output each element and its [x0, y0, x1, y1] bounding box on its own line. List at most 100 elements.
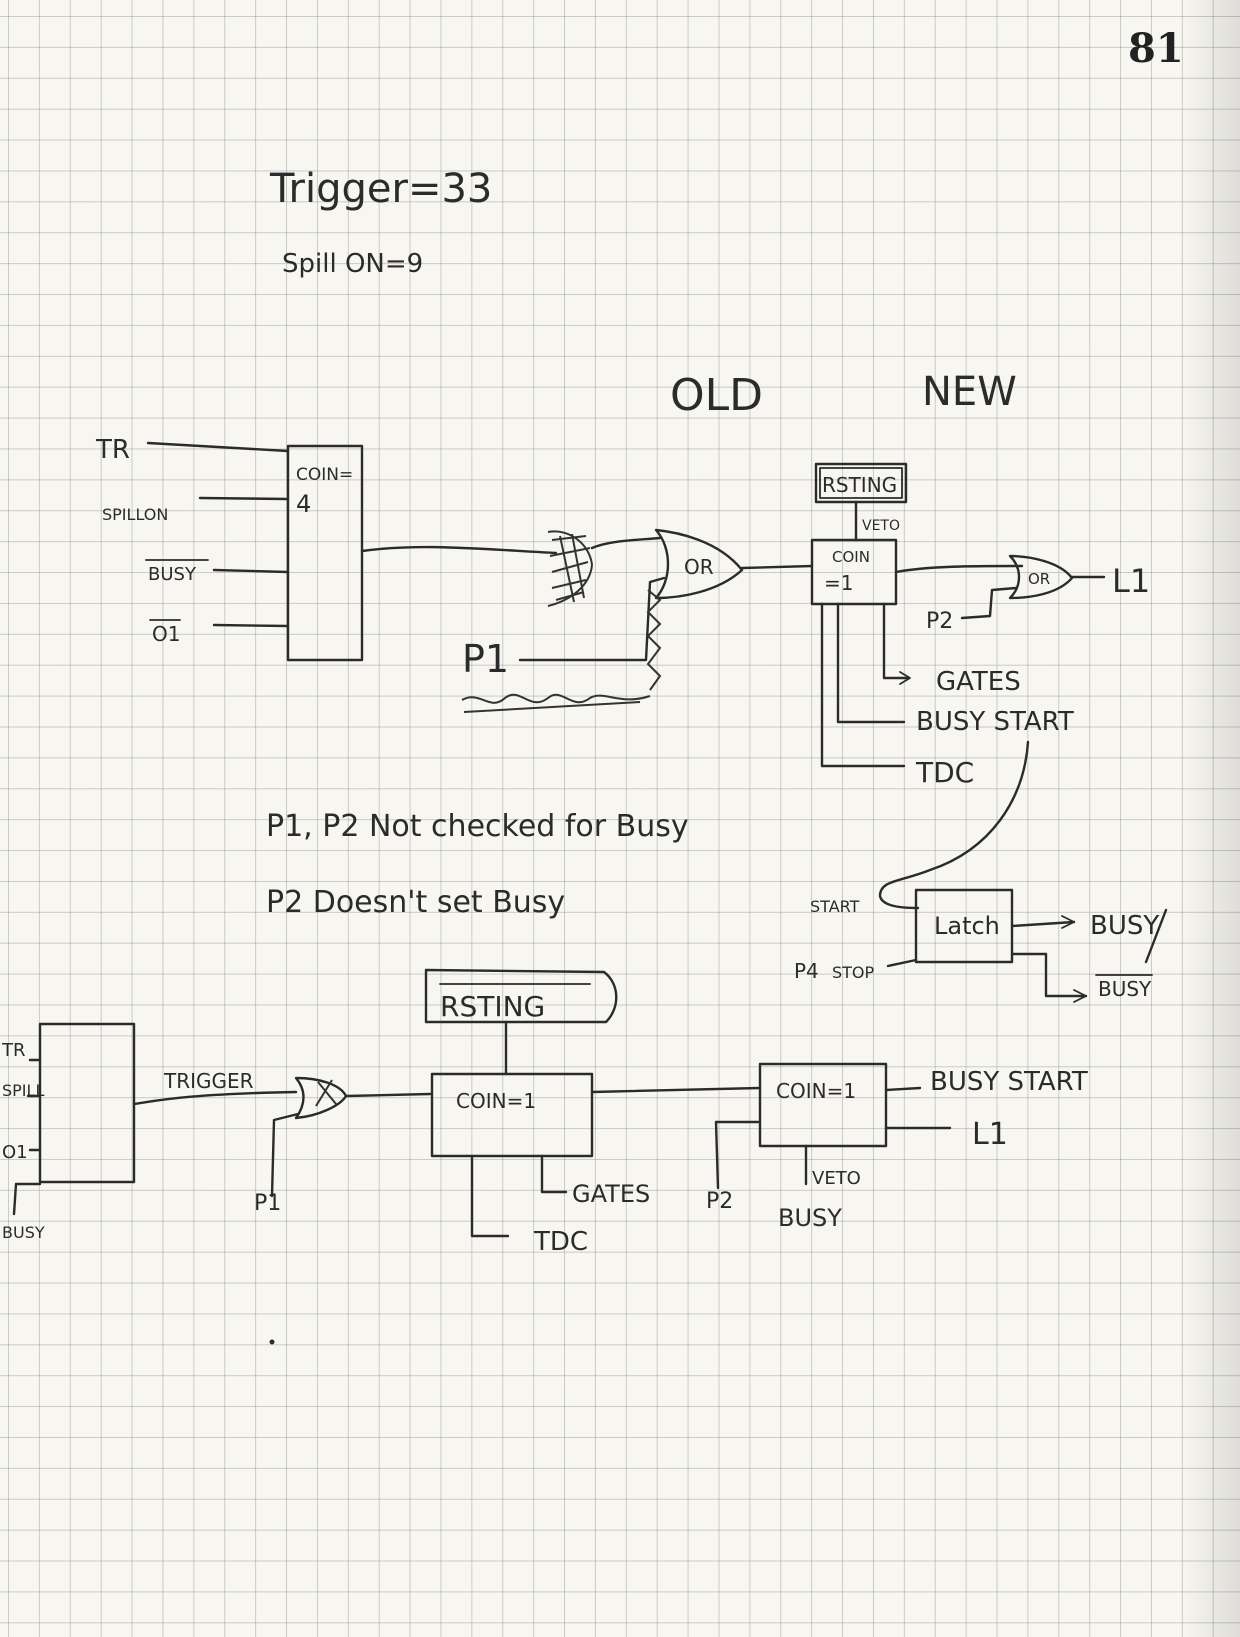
- old-coin4-box: [286, 444, 364, 662]
- new-input-group: TR SPILL O1 BUSY TRIGGER P1: [1, 1022, 432, 1242]
- old-or-label: OR: [684, 555, 714, 579]
- new-input-o1: O1: [2, 1142, 28, 1163]
- latch-stop-label: STOP: [832, 963, 875, 982]
- old-rsting-inner: [819, 467, 903, 499]
- new-coin-b-box: [758, 1062, 888, 1148]
- new-input-wires: [12, 1058, 42, 1216]
- new-gates-label: GATES: [572, 1180, 650, 1208]
- wire-coin1-out: [894, 564, 1024, 574]
- old-coin4-label: COIN=: [296, 465, 353, 485]
- old-coin1-label: COIN: [832, 548, 870, 566]
- wire-p2: [960, 586, 1018, 620]
- stray-dot: [269, 1339, 275, 1345]
- new-coin-a-box: [430, 1072, 594, 1158]
- old-coin4-value: 4: [296, 490, 311, 518]
- old-tdc-label: TDC: [915, 756, 974, 789]
- old-input-spillon: SPILLON: [102, 505, 168, 524]
- old-rsting-box: [814, 462, 908, 504]
- trigger-count-note: Trigger=33: [269, 166, 492, 212]
- old-coin1-group: RSTING VETO COIN =1 OR L1 P2 GATES BUSY …: [810, 462, 1150, 910]
- new-p2-label: P2: [706, 1189, 733, 1214]
- new-input-tr: TR: [1, 1040, 26, 1061]
- new-coin-a-label: COIN=1: [456, 1089, 536, 1113]
- gates-arrowhead: [899, 671, 911, 685]
- old-p2-label: P2: [926, 609, 953, 634]
- crossed-out-gate: [547, 530, 594, 607]
- new-coin-b-group: COIN=1 BUSY START L1 P2 VETO BUSY: [706, 1062, 1088, 1232]
- wire-busy-start: [836, 602, 906, 724]
- wire-busy-start-to-latch: [878, 740, 1030, 910]
- wire-coin4-out: [360, 545, 558, 555]
- wire-tdc: [820, 602, 906, 768]
- wire-trigger: [132, 1090, 298, 1106]
- new-rsting-box: [424, 968, 618, 1024]
- old-coin4-group: TR SPILLON BUSY O1 COIN= 4: [95, 435, 558, 662]
- busy-bar-arrowhead: [1073, 989, 1087, 1003]
- crossed-out-text: [461, 693, 651, 713]
- latch-busy-bar-label: BUSY: [1098, 977, 1152, 1001]
- wire-spillon: [198, 496, 290, 501]
- spill-on-count-note: Spill ON=9: [282, 249, 423, 279]
- wire-gate-to-coin: [344, 1092, 432, 1098]
- page-edge-shadow: [1180, 0, 1240, 1637]
- wire-coin-a-to-coin-b: [590, 1086, 762, 1094]
- busy-slash: [1144, 908, 1168, 964]
- note-not-checked: P1, P2 Not checked for Busy: [266, 809, 689, 844]
- old-or2-gate: [1008, 554, 1074, 600]
- latch-busy-label: BUSY: [1090, 911, 1159, 941]
- old-or2-label: OR: [1028, 570, 1050, 588]
- old-busy-start-label: BUSY START: [916, 707, 1074, 737]
- wire-new-busy-start: [884, 1086, 922, 1092]
- old-rsting-label: RSTING: [822, 473, 897, 497]
- new-coin-a-group: RSTING COIN=1 GATES TDC: [424, 968, 762, 1257]
- scribbled-wire: [646, 589, 662, 691]
- wire-to-or: [590, 536, 662, 550]
- old-veto-label: VETO: [862, 518, 900, 534]
- wire-or-out: [740, 564, 814, 570]
- old-or-gate-group: OR P1: [461, 528, 814, 713]
- wire-gates: [882, 602, 910, 680]
- wire-stop: [886, 958, 918, 968]
- page-number: 81: [1128, 25, 1184, 72]
- wire-o1: [212, 623, 290, 628]
- busy-arrowhead: [1061, 915, 1075, 929]
- new-coin-b-label: COIN=1: [776, 1079, 856, 1103]
- old-input-busy: BUSY: [148, 564, 197, 585]
- old-p1-label: P1: [462, 637, 509, 681]
- latch-p4-label: P4: [794, 959, 819, 983]
- wire-latch-busy-bar: [1010, 952, 1088, 998]
- new-label: NEW: [922, 369, 1017, 415]
- new-veto-label: VETO: [812, 1168, 861, 1189]
- new-small-gate: [294, 1076, 348, 1120]
- new-input-busy: BUSY: [2, 1223, 45, 1242]
- wire-new-gates: [540, 1154, 568, 1194]
- wire-new-p1: [270, 1112, 300, 1198]
- old-gates-label: GATES: [936, 667, 1021, 697]
- old-input-o1: O1: [152, 622, 180, 646]
- latch-start-label: START: [810, 897, 860, 916]
- wire-p1: [518, 576, 666, 662]
- new-rsting-label: RSTING: [440, 990, 545, 1023]
- new-coin-box: [38, 1022, 136, 1184]
- old-or-gate: [654, 528, 744, 600]
- latch-group: START Latch P4 STOP BUSY BUSY: [794, 888, 1168, 1003]
- new-busy-label: BUSY: [778, 1204, 842, 1232]
- small-gate-cross: [315, 1079, 337, 1107]
- old-l1-label: L1: [1112, 562, 1150, 600]
- new-tdc-label: TDC: [533, 1227, 588, 1257]
- old-label: OLD: [670, 370, 763, 421]
- wire-new-p2: [714, 1120, 760, 1190]
- note-doesnt-set-busy: P2 Doesn't set Busy: [266, 885, 565, 920]
- new-trigger-label: TRIGGER: [163, 1069, 254, 1093]
- old-input-tr: TR: [95, 435, 130, 465]
- latch-label: Latch: [934, 912, 1000, 940]
- wire-new-tdc: [470, 1154, 510, 1238]
- new-busy-start-label: BUSY START: [930, 1067, 1088, 1097]
- new-p1-label: P1: [254, 1191, 281, 1216]
- old-coin1-value: =1: [824, 571, 853, 595]
- wire-busy: [212, 568, 290, 574]
- new-l1-label: L1: [972, 1117, 1008, 1152]
- wire-tr: [146, 441, 290, 453]
